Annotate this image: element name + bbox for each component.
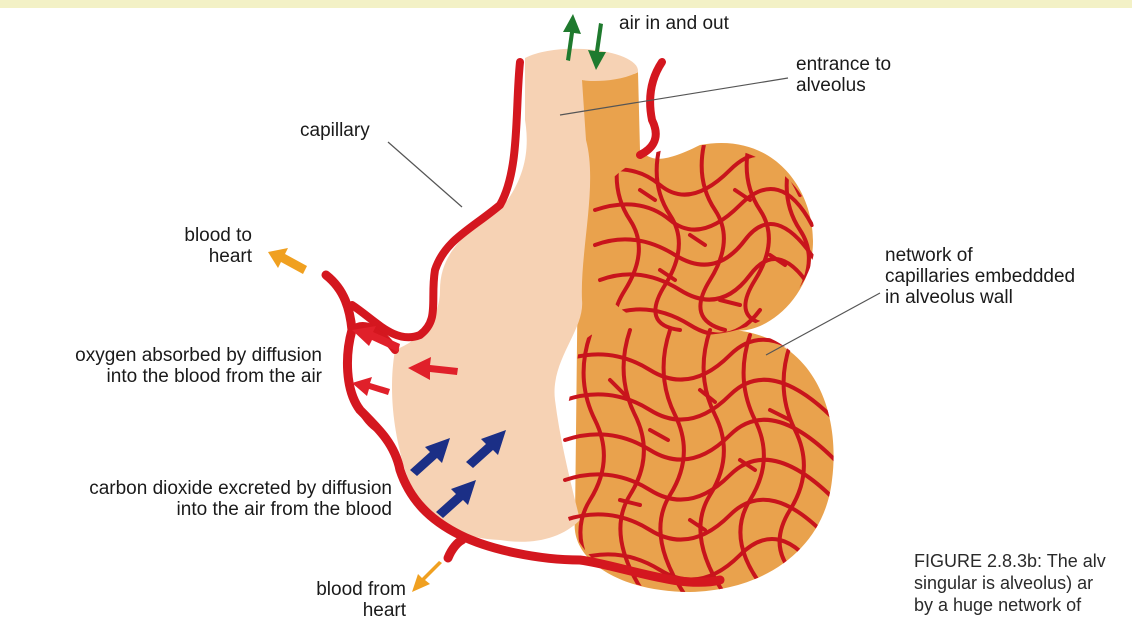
oxygen-label: oxygen absorbed by diffusion into the bl… (20, 345, 322, 387)
figure-caption: FIGURE 2.8.3b: The alv singular is alveo… (914, 550, 1106, 616)
blood-from-heart-line2: heart (280, 600, 406, 621)
caption-line1: FIGURE 2.8.3b: The alv (914, 550, 1106, 572)
air-label: air in and out (619, 13, 729, 34)
capillary-label: capillary (300, 120, 370, 141)
entrance-label-line2: alveolus (796, 75, 891, 96)
network-label-line1: network of (885, 245, 1075, 266)
co2-label: carbon dioxide excreted by diffusion int… (20, 478, 392, 520)
blood-from-heart-label: blood from heart (280, 579, 406, 621)
blood-from-heart-line1: blood from (280, 579, 406, 600)
oxygen-label-line1: oxygen absorbed by diffusion (20, 345, 322, 366)
entrance-label-line1: entrance to (796, 54, 891, 75)
network-label-line2: capillaries embeddded (885, 266, 1075, 287)
blood-to-heart-line2: heart (160, 246, 252, 267)
co2-label-line1: carbon dioxide excreted by diffusion (20, 478, 392, 499)
network-label-line3: in alveolus wall (885, 287, 1075, 308)
blood-to-heart-line1: blood to (160, 225, 252, 246)
oxygen-label-line2: into the blood from the air (20, 366, 322, 387)
entrance-label: entrance to alveolus (796, 54, 891, 96)
co2-label-line2: into the air from the blood (20, 499, 392, 520)
caption-line3: by a huge network of (914, 594, 1106, 616)
blood-to-heart-label: blood to heart (160, 225, 252, 267)
caption-line2: singular is alveolus) ar (914, 572, 1106, 594)
network-label: network of capillaries embeddded in alve… (885, 245, 1075, 308)
